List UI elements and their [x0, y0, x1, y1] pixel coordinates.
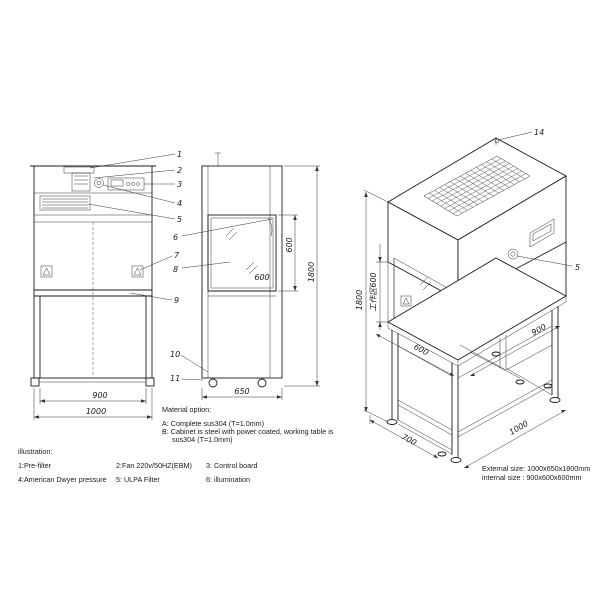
- illustration-item-2: 2:Fan 220v/50HZ(EBM): [116, 461, 192, 470]
- front-view: 900 1000 1 2 3 4 5 7 9 10 11: [30, 150, 209, 420]
- material-a: A: Complete sus304 (T=1.0mm): [162, 419, 265, 428]
- callout-iso-5: 5: [575, 263, 580, 272]
- pre-filter-grill: [39, 195, 91, 211]
- callout-3: 3: [177, 180, 182, 189]
- material-title: Material option:: [162, 405, 212, 414]
- socket-left-icon: [40, 265, 53, 278]
- callout-11: 11: [170, 374, 180, 383]
- iso-feet: [386, 351, 561, 463]
- front-dim-900-label: 900: [92, 391, 107, 400]
- side-dim-600-v-label: 600: [285, 237, 294, 252]
- side-dim-600-v: 600: [278, 214, 298, 292]
- iso-stand: [391, 306, 559, 458]
- callout-1: 1: [177, 150, 182, 159]
- callout-8: 8: [173, 265, 178, 274]
- callout-6: 6: [173, 233, 178, 242]
- iso-dim-1800-label: 1800: [355, 290, 364, 310]
- side-dim-650: 650: [201, 387, 283, 400]
- ulpa-filter-grille: [423, 155, 531, 217]
- iso-socket-icon: [400, 295, 412, 307]
- external-size: External size: 1000x650x1800mm: [482, 464, 591, 473]
- iso-gauge-icon: [507, 248, 519, 260]
- internal-size: internal size : 900x600x600mm: [482, 473, 582, 482]
- front-dim-1000: 1000: [33, 388, 153, 420]
- illustration-item-5: 5: ULPA Filter: [116, 475, 160, 484]
- material-b2: sus304 (T=1.0mm): [172, 435, 233, 444]
- iso-dim-1800: 1800: [355, 189, 389, 423]
- side-caster-right: [257, 378, 267, 388]
- fan-housing: [63, 166, 95, 174]
- iso-dim-900-label: 900: [530, 322, 548, 337]
- material-b1: B: Cabinet is steel with power coated, w…: [162, 427, 334, 436]
- side-view: 600 600 1800 650 6 8: [173, 152, 320, 400]
- iso-dim-inner-height: 工作区600: [369, 244, 388, 330]
- pressure-gauge-icon: [94, 178, 104, 188]
- callout-7: 7: [174, 251, 180, 260]
- illustration-title: illustration:: [18, 447, 53, 456]
- iso-dim-inner-height-label: 工作区600: [369, 272, 378, 311]
- iso-view: 1800 工作区600 600 900 700: [355, 128, 580, 469]
- callout-2: 2: [177, 166, 182, 175]
- callout-4: 4: [177, 199, 182, 208]
- iso-dim-1000: 1000: [463, 409, 567, 469]
- side-dim-600-h-label: 600: [254, 273, 269, 282]
- callout-9: 9: [174, 296, 179, 305]
- socket-right-icon: [131, 265, 144, 278]
- front-dim-900: 900: [39, 388, 147, 404]
- iso-control-panel: [529, 218, 555, 248]
- side-dim-650-label: 650: [234, 387, 249, 396]
- illustration-item-4: 4:American Dwyer pressure: [18, 475, 107, 484]
- iso-dim-1000-label: 1000: [508, 419, 530, 437]
- front-caster-left: [30, 377, 40, 387]
- illustration-item-1: 1:Pre-filter: [18, 461, 52, 470]
- front-caster-right: [145, 377, 155, 387]
- callout-5: 5: [177, 215, 182, 224]
- side-dim-1800: 1800: [284, 165, 320, 387]
- front-dim-1000-label: 1000: [86, 407, 106, 416]
- callout-10: 10: [170, 350, 180, 359]
- callout-14: 14: [534, 128, 544, 137]
- side-dim-1800-label: 1800: [307, 262, 316, 282]
- illustration-item-6: 6: illumination: [206, 475, 250, 484]
- side-caster-left: [208, 378, 218, 388]
- illustration-item-3: 3: Control board: [206, 461, 258, 470]
